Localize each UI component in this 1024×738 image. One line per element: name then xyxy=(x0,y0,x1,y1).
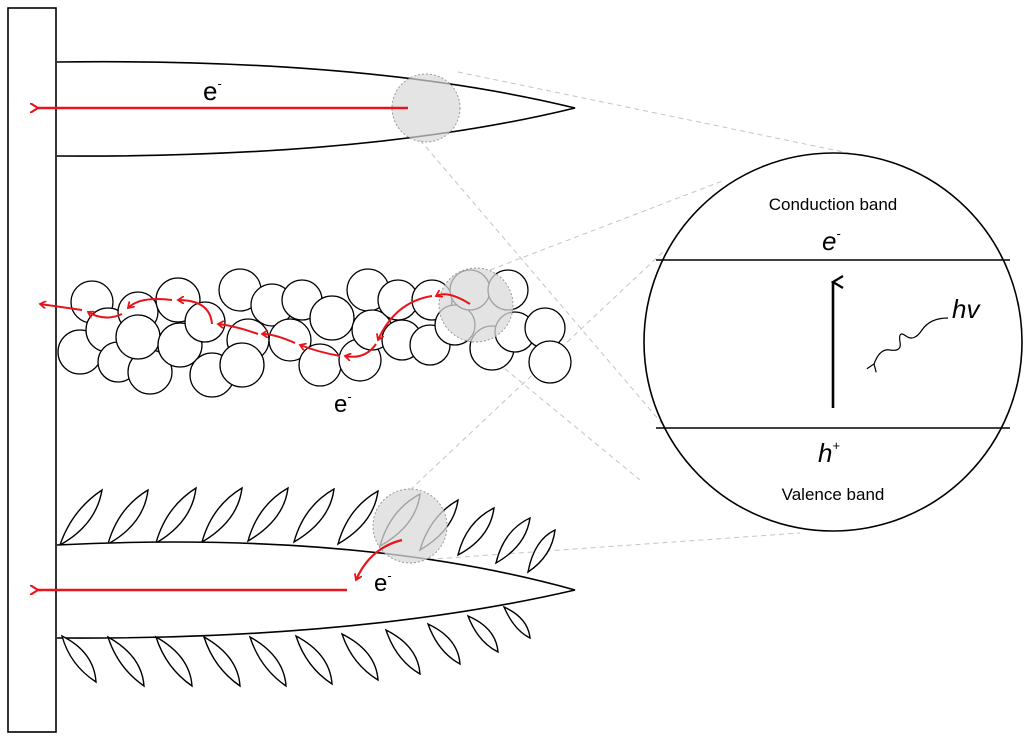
electron-label-middle: e- xyxy=(334,389,352,418)
electron-transfer-arrow-bottom xyxy=(356,538,403,580)
highlight-circle-middle xyxy=(438,267,514,343)
electron-label-bottom: e- xyxy=(374,568,392,597)
electron-hopping-path xyxy=(40,294,471,357)
band-diagram xyxy=(643,152,1023,532)
branched-nanorod-lower-petals xyxy=(60,605,531,688)
photon-wave xyxy=(866,317,949,373)
band-hole-label: h+ xyxy=(818,438,840,468)
nanoparticle-chain xyxy=(57,268,572,398)
band-electron-label: e- xyxy=(822,226,841,256)
electron-label-top: e- xyxy=(203,76,222,106)
valence-band-label: Valence band xyxy=(782,485,885,504)
electrode-substrate xyxy=(7,7,57,733)
conduction-band-label: Conduction band xyxy=(769,195,898,214)
photon-label: hv xyxy=(952,294,981,324)
smooth-nanorod xyxy=(38,60,576,157)
highlight-circle-top xyxy=(391,73,461,143)
highlight-circle-bottom xyxy=(372,488,448,564)
